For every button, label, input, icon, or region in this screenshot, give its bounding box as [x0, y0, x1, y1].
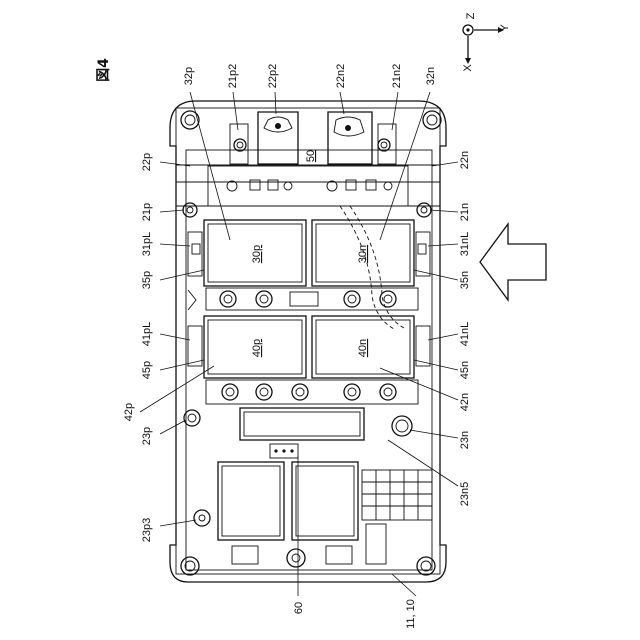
label-32p: 32p: [183, 67, 195, 85]
label-41pL: 41pL: [141, 322, 153, 346]
clamp-41pL: [188, 326, 202, 366]
label-30n: 30n: [357, 245, 369, 263]
label-42p: 42p: [123, 403, 135, 421]
case-outer: [170, 101, 446, 582]
clamp-41nL: [416, 326, 430, 366]
axis-z-label: Z: [465, 12, 477, 19]
label-40n: 40n: [357, 339, 369, 357]
terminal-22n2: [328, 112, 372, 164]
x-axis-arrowhead: [465, 58, 471, 64]
lower-bolt-row: [206, 380, 418, 404]
figure-title: 図4: [96, 58, 112, 82]
connector-60: [270, 444, 298, 458]
axis-x-label: X: [462, 64, 474, 72]
screw-21p: [183, 203, 197, 217]
label-21p2: 21p2: [227, 64, 239, 88]
busbar-21n2: [378, 124, 396, 164]
label-23p: 23p: [141, 427, 153, 445]
labels: 32p 21p2 22p2 22n2 21n2 32n 22p 50 22n 2…: [123, 64, 471, 629]
connector-bar: [240, 408, 364, 440]
mount-hole-bottom-left: [181, 557, 199, 575]
label-23n5: 23n5: [459, 482, 471, 506]
label-23p3: 23p3: [141, 518, 153, 542]
label-41nL: 41nL: [459, 322, 471, 346]
label-35n: 35n: [459, 271, 471, 289]
capacitor-left: [218, 462, 284, 540]
label-30p: 30p: [251, 245, 263, 263]
label-42n: 42n: [459, 393, 471, 411]
mounting-holes: [181, 111, 441, 575]
grid-pattern: [362, 470, 432, 520]
axis-y-label: Y: [499, 24, 511, 32]
busbar-21p2: [230, 124, 248, 164]
label-11-10: 11, 10: [405, 599, 417, 629]
label-50: 50: [305, 150, 317, 162]
label-21n: 21n: [459, 203, 471, 221]
bolt-23n: [392, 416, 412, 436]
terminal-block: [208, 166, 408, 206]
label-21n2: 21n2: [391, 64, 403, 88]
screw-21n: [417, 203, 431, 217]
label-45p: 45p: [141, 361, 153, 379]
capacitor-right: [292, 462, 358, 540]
label-22p: 22p: [141, 153, 153, 171]
label-22p2: 22p2: [267, 64, 279, 88]
flow-arrow: [480, 224, 546, 300]
label-35p: 35p: [141, 271, 153, 289]
mount-hole-top-left: [181, 111, 199, 129]
middle-bolt-row: [206, 288, 418, 310]
label-31nL: 31nL: [459, 232, 471, 256]
bottom-connectors: [232, 524, 386, 567]
label-60: 60: [293, 602, 305, 614]
bolt-23p3: [194, 510, 210, 526]
label-40p: 40p: [251, 339, 263, 357]
latch-left: [188, 290, 196, 310]
label-23n: 23n: [459, 431, 471, 449]
z-axis-dot: [466, 28, 469, 31]
label-21p: 21p: [141, 203, 153, 221]
label-22n: 22n: [459, 151, 471, 169]
mount-hole-top-right: [423, 111, 441, 129]
label-45n: 45n: [459, 361, 471, 379]
label-22n2: 22n2: [335, 64, 347, 88]
label-31pL: 31pL: [141, 232, 153, 256]
axis-indicator: Z Y X: [462, 12, 511, 71]
terminal-22p2: [258, 112, 298, 164]
label-32n: 32n: [425, 67, 437, 85]
